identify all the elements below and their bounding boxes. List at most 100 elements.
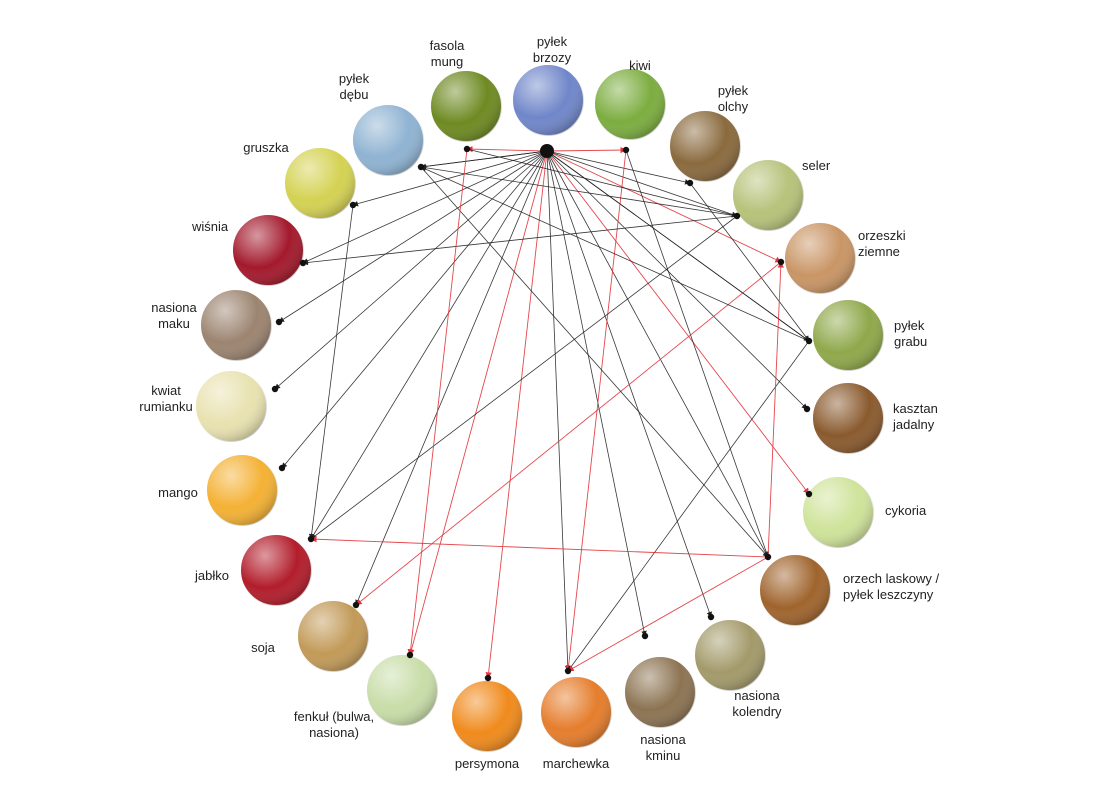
node-mango — [205, 453, 279, 527]
photo-shading — [366, 654, 438, 726]
node-cherry — [231, 213, 305, 287]
edge-hornbeam-to-oak — [420, 166, 810, 342]
photo-shading — [732, 159, 804, 231]
node-label-chicory: cykoria — [885, 503, 927, 518]
photo-shading — [200, 289, 272, 361]
edge-birch-to-carrot — [546, 150, 571, 672]
anchor-dot-soy — [352, 601, 360, 609]
photo-shading — [784, 222, 856, 294]
node-label-apple: jabłko — [194, 568, 229, 583]
edge-peanuts-to-soy — [355, 261, 782, 606]
anchor-dot-persimmon — [484, 674, 492, 682]
node-oak — [351, 103, 425, 177]
edge-birch-to-apple — [310, 150, 548, 540]
edge-oak-to-birch — [420, 148, 548, 168]
edge-mung-to-celery — [466, 148, 738, 218]
edge-kiwi-to-hazel — [625, 149, 769, 558]
edge-hazel-to-apple — [310, 536, 769, 558]
edge-birch-to-cherry — [302, 150, 548, 264]
node-cumin — [623, 655, 697, 729]
node-carrot — [539, 675, 613, 749]
photo-shading — [694, 619, 766, 691]
edge-celery-to-apple — [310, 215, 738, 540]
node-apple — [239, 533, 313, 607]
edge-birch-to-peanuts — [546, 150, 782, 263]
anchor-dot-kiwi — [622, 146, 630, 154]
photo-shading — [512, 64, 584, 136]
anchor-dot-coriander — [707, 613, 715, 621]
node-label-carrot: marchewka — [543, 756, 610, 771]
node-poppy — [199, 288, 273, 362]
edge-hornbeam-to-carrot — [567, 340, 810, 672]
anchor-dot-mango — [278, 464, 286, 472]
edge-celery-to-cherry — [302, 215, 738, 266]
edge-birch-to-coriander — [546, 150, 712, 618]
photo-shading — [206, 454, 278, 526]
edge-mung-to-fennel — [407, 148, 468, 656]
node-mung — [429, 69, 503, 143]
node-birch — [511, 63, 585, 137]
photo-shading — [594, 68, 666, 140]
edge-birch-to-alder — [546, 150, 691, 185]
anchor-dot-chicory — [805, 490, 813, 498]
edge-hazel-to-carrot — [567, 556, 769, 672]
node-soy — [296, 599, 370, 673]
node-label-hazel: orzech laskowy /pyłek leszczyny — [843, 571, 939, 602]
edge-birch-to-chamomile — [274, 150, 548, 390]
anchor-dot-hornbeam — [805, 337, 813, 345]
node-label-soy: soja — [251, 640, 276, 655]
photo-shading — [232, 214, 304, 286]
node-persimmon — [450, 679, 524, 753]
anchor-dot-alder — [686, 179, 694, 187]
node-label-persimmon: persymona — [455, 756, 520, 771]
node-hazel — [758, 553, 832, 627]
edges-layer — [274, 145, 810, 679]
edge-celery-to-oak — [420, 165, 738, 217]
photo-shading — [195, 370, 267, 442]
edge-birch-to-hazel — [546, 150, 769, 558]
photo-shading — [669, 110, 741, 182]
anchor-dot-birch — [540, 144, 554, 158]
edge-birch-to-chestnut — [546, 150, 808, 410]
node-celery — [731, 158, 805, 232]
edge-birch-to-kiwi — [546, 146, 627, 154]
node-coriander — [693, 618, 767, 692]
anchor-dot-hazel — [764, 553, 772, 561]
photo-shading — [812, 299, 884, 371]
anchor-dot-carrot — [564, 667, 572, 675]
node-label-kiwi: kiwi — [629, 58, 651, 73]
node-peanuts — [783, 221, 857, 295]
anchor-dot-cumin — [641, 632, 649, 640]
node-fennel — [365, 653, 439, 727]
anchor-dot-peanuts — [777, 258, 785, 266]
photo-shading — [297, 600, 369, 672]
anchor-dot-apple — [307, 535, 315, 543]
node-chicory — [801, 475, 875, 549]
node-hornbeam — [811, 298, 885, 372]
node-chestnut — [811, 381, 885, 455]
photo-shading — [812, 382, 884, 454]
photo-shading — [430, 70, 502, 142]
anchor-dot-poppy — [275, 318, 283, 326]
edge-birch-to-chicory — [546, 150, 810, 495]
node-label-mango: mango — [158, 485, 198, 500]
node-kiwi — [593, 67, 667, 141]
edge-birch-to-persimmon — [485, 150, 548, 679]
node-label-cherry: wiśnia — [191, 219, 229, 234]
node-label-fennel: fenkuł (bulwa,nasiona) — [294, 709, 374, 740]
anchor-dot-chestnut — [803, 405, 811, 413]
edge-birch-to-soy — [355, 150, 548, 606]
photo-shading — [624, 656, 696, 728]
photo-shading — [240, 534, 312, 606]
